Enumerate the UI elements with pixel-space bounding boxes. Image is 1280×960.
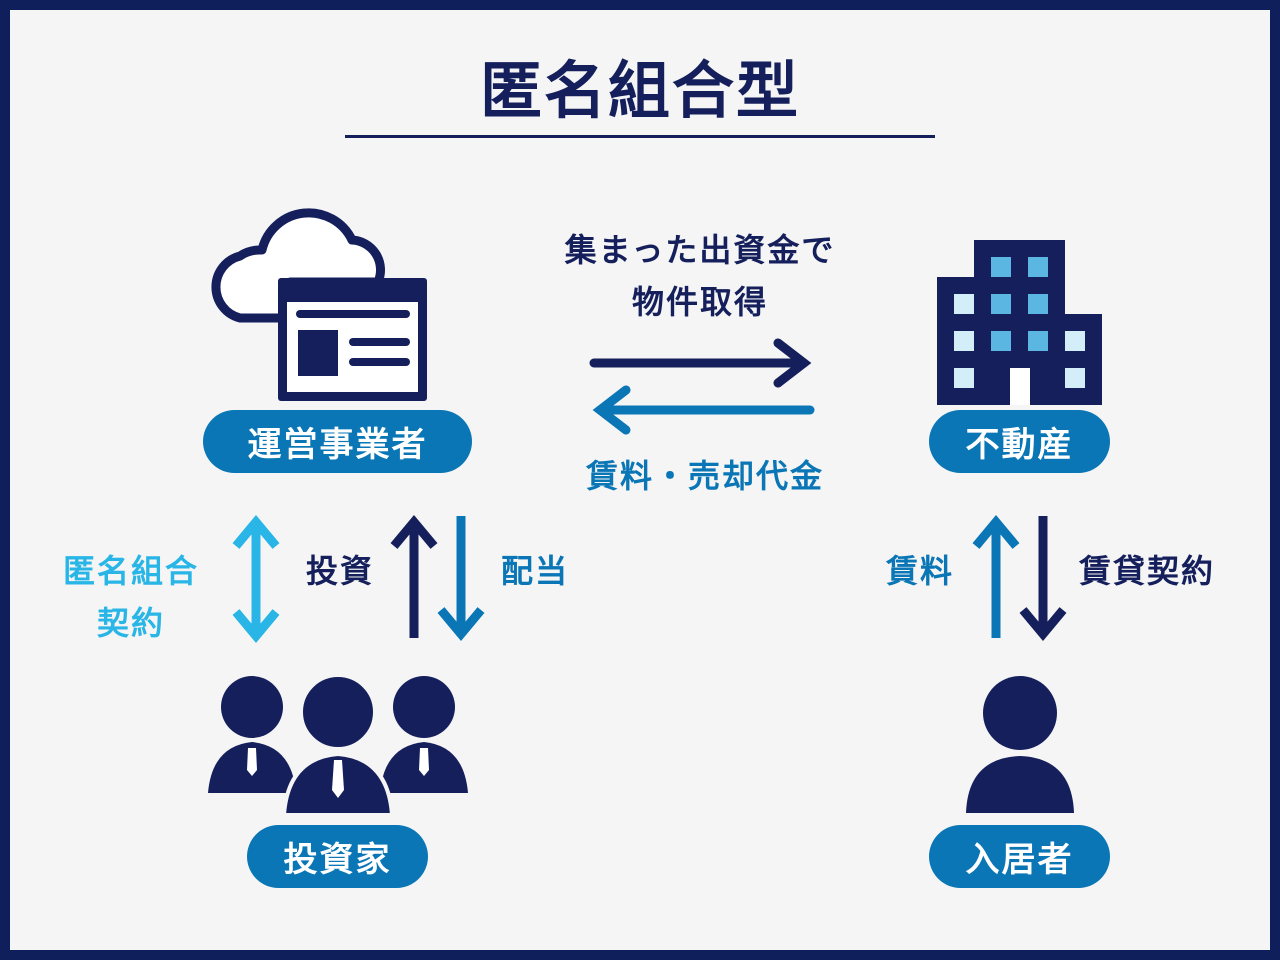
title-underline [345,135,935,138]
building-icon [937,240,1102,405]
page-title: 匿名組合型 [479,54,800,127]
lease-arrow [1019,516,1067,642]
operator-label: 運営事業者 [203,410,472,473]
acquire-arrow [589,338,812,388]
dividend-label: 配当 [500,552,569,590]
investors-icon [208,673,468,817]
invest-arrow [390,514,438,638]
lease-label: 賃貸契約 [1078,552,1215,590]
rent-sale-label: 賃料・売却代金 [585,457,824,495]
property-label: 不動産 [929,410,1110,473]
acquire-line1: 集まった出資金で [564,231,836,269]
acquire-line2: 物件取得 [631,283,768,321]
dividend-arrow [437,516,485,642]
investors-label: 投資家 [247,825,428,888]
contract-label: 匿名組合 契約 [40,545,222,649]
contract-line2: 契約 [96,604,165,642]
rent-label: 賃料 [885,552,954,590]
rent-sale-arrow [592,385,815,435]
rent-arrow [972,514,1020,638]
cloud-document-icon [211,208,427,401]
acquire-label: 集まった出資金で 物件取得 [520,224,880,328]
tenant-icon [966,676,1074,813]
contract-line1: 匿名組合 [62,552,199,590]
contract-double-arrow [232,514,280,644]
tenant-label: 入居者 [929,825,1110,888]
invest-label: 投資 [305,552,374,590]
